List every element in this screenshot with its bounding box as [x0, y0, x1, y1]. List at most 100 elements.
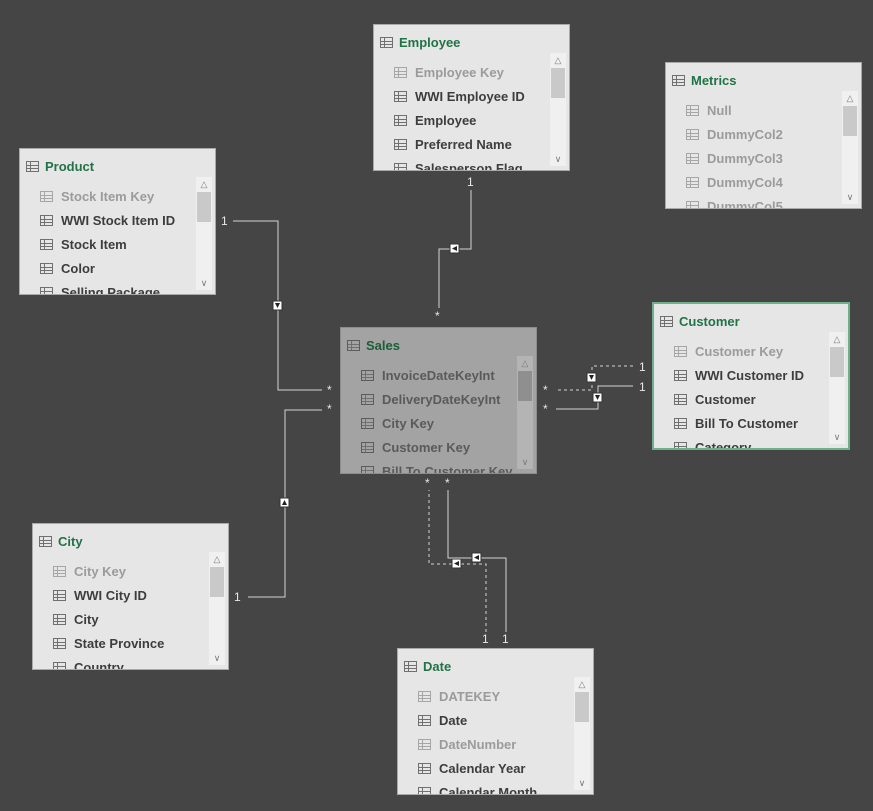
table-title: Date [423, 658, 452, 674]
column-row[interactable]: Customer Key [674, 339, 804, 363]
column-row[interactable]: DummyCol4 [686, 170, 783, 194]
scroll-up-icon[interactable]: △ [521, 358, 529, 368]
column-name: InvoiceDateKeyInt [382, 367, 495, 383]
scroll-up-icon[interactable]: △ [578, 679, 586, 689]
column-row[interactable]: Customer Key [361, 435, 513, 459]
column-name: Bill To Customer Key [382, 463, 513, 474]
column-row[interactable]: Null [686, 98, 783, 122]
column-row[interactable]: Selling Package [40, 280, 175, 294]
table-header[interactable]: City [39, 532, 83, 550]
column-name: City [74, 611, 99, 627]
scroll-thumb[interactable] [197, 192, 211, 222]
scroll-up-icon[interactable]: △ [554, 55, 562, 65]
column-row[interactable]: Stock Item [40, 232, 175, 256]
card-city-many: * [327, 402, 332, 416]
scroll-down-icon[interactable]: ∨ [833, 432, 841, 442]
column-row[interactable]: City [53, 607, 164, 631]
column-row[interactable]: Employee [394, 108, 525, 132]
scrollbar[interactable]: △∨ [829, 332, 845, 444]
scroll-thumb[interactable] [843, 106, 857, 136]
column-row[interactable]: Category [674, 435, 804, 448]
scroll-thumb[interactable] [830, 347, 844, 377]
table-header[interactable]: Employee [380, 33, 460, 51]
filter-arrow-customer-1 [586, 372, 597, 383]
scrollbar[interactable]: △∨ [209, 552, 225, 665]
column-name: DATEKEY [439, 688, 501, 704]
column-icon [686, 152, 699, 164]
column-name: Salesperson Flag [415, 160, 523, 171]
table-icon [404, 660, 417, 672]
table-header[interactable]: Metrics [672, 71, 737, 89]
column-row[interactable]: Calendar Month [418, 780, 537, 794]
column-row[interactable]: Date [418, 708, 537, 732]
table-header[interactable]: Date [404, 657, 451, 675]
column-row[interactable]: Customer [674, 387, 804, 411]
column-row[interactable]: DateNumber [418, 732, 537, 756]
scroll-thumb[interactable] [551, 68, 565, 98]
scroll-down-icon[interactable]: ∨ [554, 154, 562, 164]
column-row[interactable]: City Key [53, 559, 164, 583]
column-icon [674, 393, 687, 405]
column-row[interactable]: Bill To Customer [674, 411, 804, 435]
scrollbar[interactable]: △∨ [842, 91, 858, 204]
scroll-down-icon[interactable]: ∨ [846, 192, 854, 202]
column-row[interactable]: Bill To Customer Key [361, 459, 513, 474]
scroll-up-icon[interactable]: △ [200, 179, 208, 189]
scroll-down-icon[interactable]: ∨ [213, 653, 221, 663]
table-header[interactable]: Sales [347, 336, 400, 354]
card-product-many: * [327, 383, 332, 397]
column-row[interactable]: DATEKEY [418, 684, 537, 708]
column-row[interactable]: Color [40, 256, 175, 280]
table-icon [660, 315, 673, 327]
scroll-down-icon[interactable]: ∨ [521, 457, 529, 467]
table-header[interactable]: Product [26, 157, 94, 175]
column-name: DummyCol5 [707, 198, 783, 209]
column-icon [53, 661, 66, 669]
column-row[interactable]: DummyCol5 [686, 194, 783, 209]
scroll-down-icon[interactable]: ∨ [578, 778, 586, 788]
column-row[interactable]: WWI Employee ID [394, 84, 525, 108]
scroll-up-icon[interactable]: △ [846, 93, 854, 103]
column-icon [418, 786, 431, 794]
table-header[interactable]: Customer [660, 312, 740, 330]
column-row[interactable]: Calendar Year [418, 756, 537, 780]
scrollbar[interactable]: △∨ [550, 53, 566, 166]
scrollbar[interactable]: △∨ [574, 677, 590, 790]
column-icon [40, 214, 53, 226]
scroll-thumb[interactable] [518, 371, 532, 401]
scroll-up-icon[interactable]: △ [833, 334, 841, 344]
column-name: WWI Customer ID [695, 367, 805, 383]
column-name: Employee [415, 112, 477, 128]
column-name: Country [74, 659, 124, 670]
column-row[interactable]: Country [53, 655, 164, 670]
card-product-one: 1 [221, 214, 228, 228]
column-row[interactable]: InvoiceDateKeyInt [361, 363, 513, 387]
column-row[interactable]: WWI Customer ID [674, 363, 804, 387]
column-row[interactable]: DeliveryDateKeyInt [361, 387, 513, 411]
scroll-down-icon[interactable]: ∨ [200, 278, 208, 288]
column-row[interactable]: State Province [53, 631, 164, 655]
card-date-many-2: * [445, 476, 450, 490]
column-row[interactable]: City Key [361, 411, 513, 435]
column-icon [53, 565, 66, 577]
scrollbar[interactable]: △∨ [517, 356, 533, 469]
scroll-thumb[interactable] [575, 692, 589, 722]
column-row[interactable]: Employee Key [394, 60, 525, 84]
scrollbar[interactable]: △∨ [196, 177, 212, 290]
column-row[interactable]: DummyCol2 [686, 122, 783, 146]
scroll-thumb[interactable] [210, 567, 224, 597]
column-row[interactable]: DummyCol3 [686, 146, 783, 170]
column-row[interactable]: Salesperson Flag [394, 156, 525, 171]
column-row[interactable]: Preferred Name [394, 132, 525, 156]
scroll-up-icon[interactable]: △ [213, 554, 221, 564]
column-row[interactable]: Stock Item Key [40, 184, 175, 208]
column-row[interactable]: WWI Stock Item ID [40, 208, 175, 232]
column-row[interactable]: WWI City ID [53, 583, 164, 607]
